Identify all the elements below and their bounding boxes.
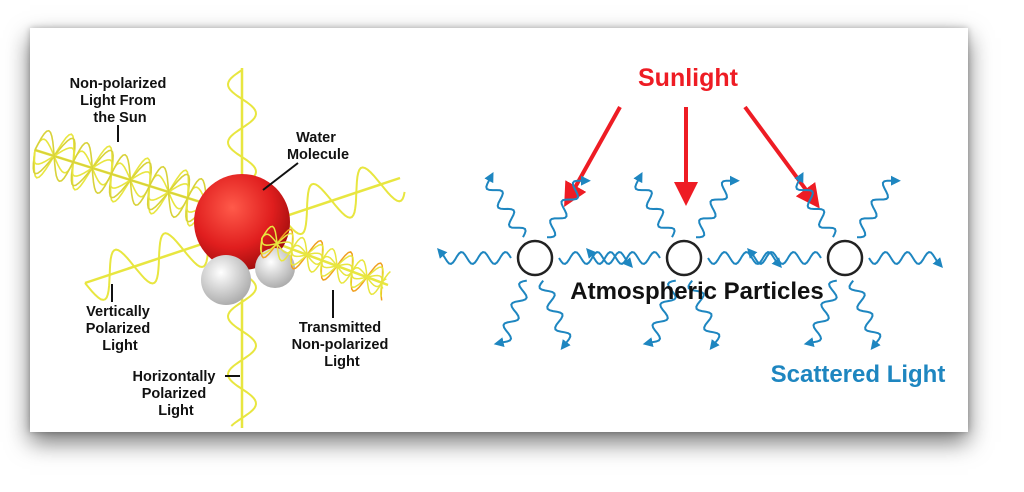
label-line: Water bbox=[296, 130, 336, 146]
hydrogen-atom bbox=[201, 255, 251, 305]
label-line: Horizontally bbox=[132, 369, 215, 385]
transmitted-wave bbox=[261, 225, 391, 296]
label-line: Molecule bbox=[287, 147, 349, 163]
atmospheric-particles bbox=[516, 239, 864, 277]
particle bbox=[516, 239, 554, 277]
sunlight-arrows bbox=[564, 105, 820, 209]
label-line: Light bbox=[324, 354, 360, 370]
scattered-light-ray bbox=[586, 247, 661, 265]
scattered-light-label: Scattered Light bbox=[771, 361, 946, 388]
particle bbox=[826, 239, 864, 277]
particle bbox=[665, 239, 703, 277]
label-sun-light: Non-polarized Light From the Sun bbox=[70, 76, 171, 126]
label-line: Transmitted bbox=[299, 320, 381, 336]
scattered-light-ray bbox=[687, 279, 721, 351]
scattered-light-ray bbox=[437, 247, 512, 265]
label-vertically-polarized: Vertically Polarized Light bbox=[86, 304, 155, 354]
non-polarized-wave bbox=[34, 129, 209, 219]
label-line: Light bbox=[158, 403, 194, 419]
label-line: Light From bbox=[80, 93, 156, 109]
scattered-light-ray bbox=[868, 251, 943, 269]
scattered-light-ray bbox=[547, 175, 591, 239]
scattered-light-ray bbox=[707, 251, 782, 269]
leader-line bbox=[262, 162, 299, 191]
transmitted-wave bbox=[259, 225, 391, 301]
scattered-light-ray bbox=[633, 171, 676, 238]
non-polarized-wave bbox=[34, 149, 211, 206]
scattered-light-ray bbox=[642, 279, 677, 348]
sunlight-arrow bbox=[564, 106, 622, 207]
scattered-light-ray bbox=[696, 175, 740, 239]
scattered-light-rays bbox=[437, 171, 943, 351]
label-water-molecule: Water Molecule bbox=[287, 130, 349, 163]
scattered-light-ray bbox=[493, 279, 528, 348]
non-polarized-wave bbox=[33, 133, 212, 227]
scattered-light-ray bbox=[857, 175, 901, 239]
scattered-light-ray bbox=[794, 171, 837, 238]
scattered-light-ray bbox=[803, 279, 838, 348]
label-line: Polarized bbox=[142, 386, 206, 402]
label-line: Light bbox=[102, 338, 138, 354]
oxygen-atom bbox=[194, 174, 290, 270]
non-polarized-wave bbox=[34, 138, 210, 210]
scattered-light-ray bbox=[848, 279, 882, 351]
label-line: Non-polarized bbox=[292, 337, 389, 353]
label-line: the Sun bbox=[93, 110, 146, 126]
scattered-light-ray bbox=[747, 247, 822, 265]
atmospheric-particles-label: Atmospheric Particles bbox=[570, 278, 823, 305]
non-polarized-wave bbox=[33, 147, 212, 213]
diagram-card bbox=[30, 28, 968, 432]
non-polarized-wave bbox=[32, 137, 213, 223]
label-transmitted: Transmitted Non-polarized Light bbox=[292, 320, 393, 370]
label-line: Vertically bbox=[86, 304, 150, 320]
label-horizontally-polarized: Horizontally Polarized Light bbox=[132, 369, 219, 419]
sunlight-arrow bbox=[743, 105, 820, 209]
sunlight-label: Sunlight bbox=[638, 64, 739, 92]
leader-lines bbox=[111, 125, 334, 377]
scattered-light-ray bbox=[484, 171, 527, 238]
scattered-light-ray bbox=[538, 279, 572, 351]
label-line: Polarized bbox=[86, 321, 150, 337]
label-line: Non-polarized bbox=[70, 76, 167, 92]
